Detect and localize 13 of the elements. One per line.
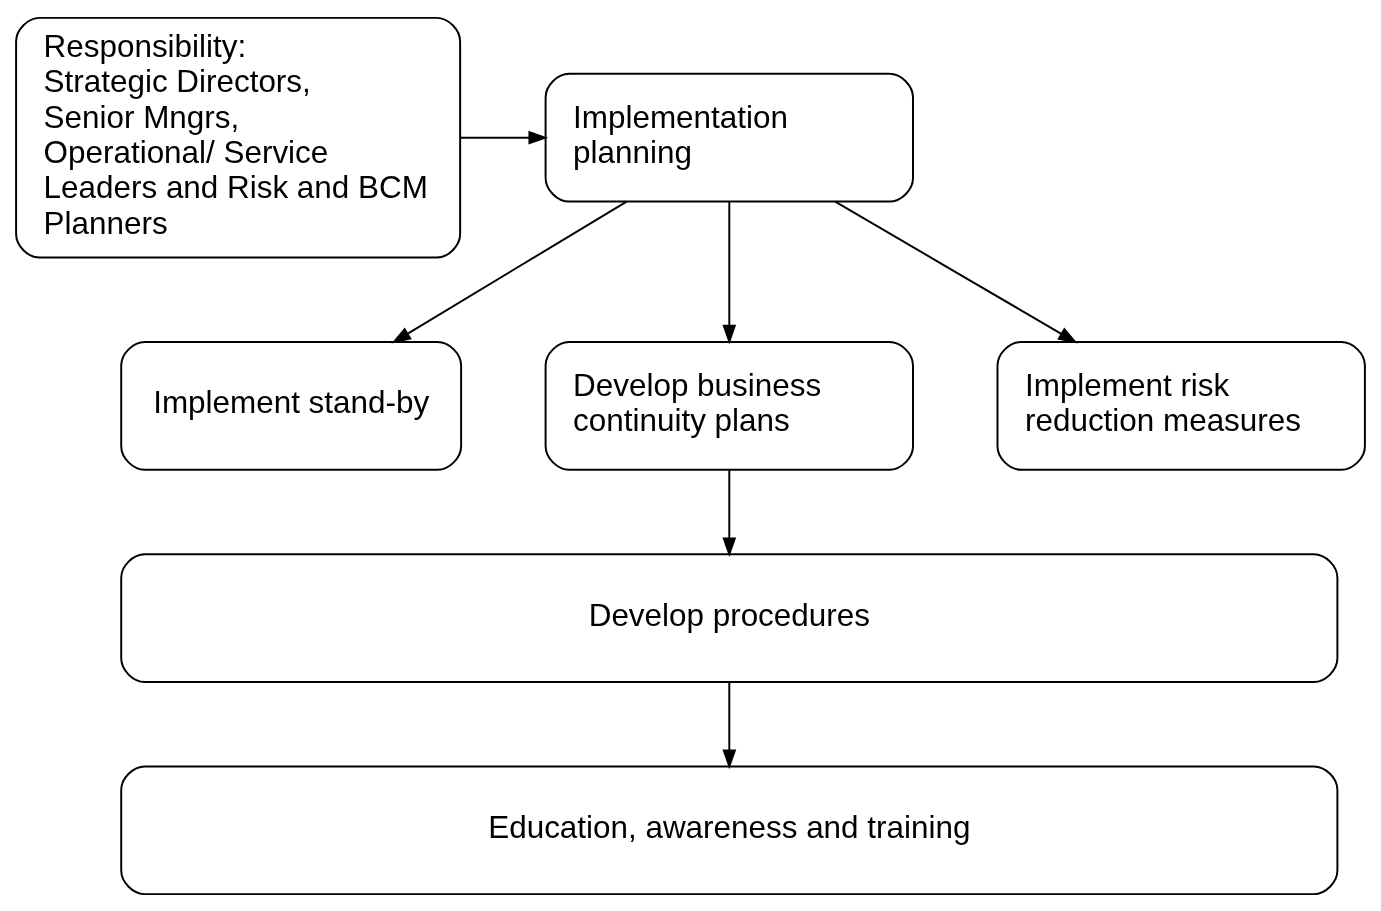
arrow xyxy=(722,680,737,769)
arrow xyxy=(834,200,1078,343)
arrow xyxy=(722,200,737,344)
node-box: Develop business continuity plans xyxy=(544,340,914,471)
node-box: Implement stand-by xyxy=(120,340,463,471)
node-box: Education, awareness and training xyxy=(120,764,1339,895)
arrow xyxy=(459,130,549,145)
node-box: Develop procedures xyxy=(120,552,1339,683)
node-box: Responsibility: Strategic Directors, Senior Mngrs, Operational/ Service Leaders and Risk and BCM Planners xyxy=(15,16,462,259)
node-box: Implement risk reduction measures xyxy=(996,340,1366,471)
arrow xyxy=(722,468,737,557)
arrow xyxy=(391,200,628,343)
node-box: Implementation planning xyxy=(544,72,914,203)
